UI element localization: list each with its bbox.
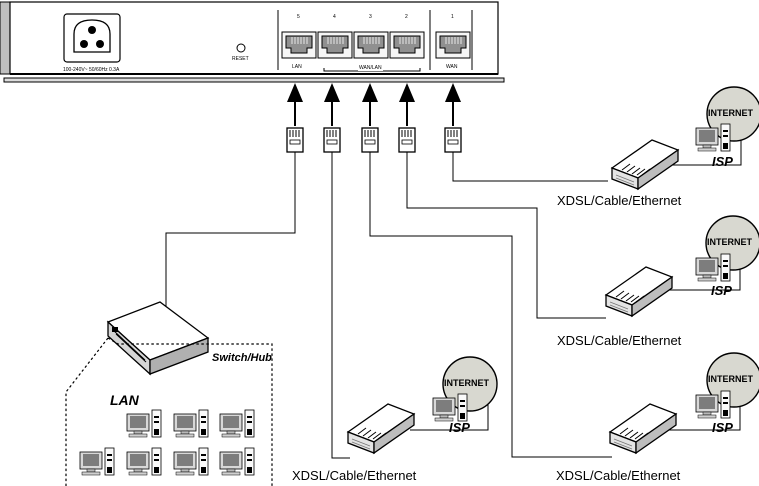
rj45-port-icon[interactable] [281, 31, 317, 59]
computer-icon [695, 123, 731, 152]
switch-hub-label: Switch/Hub [212, 352, 272, 364]
computer-icon [219, 409, 255, 438]
port-number-5: 5 [297, 14, 300, 20]
rj45-plug-icon [444, 127, 462, 153]
lan-boundary [65, 337, 273, 486]
rj45-port-icon[interactable] [389, 31, 425, 59]
power-rating-label: 100-240V~ 50/60Hz 0.3A [63, 67, 120, 73]
isp-label: ISP [711, 283, 732, 298]
computer-icon [219, 447, 255, 476]
cables [165, 140, 742, 459]
port-number-4: 4 [333, 14, 336, 20]
isp-label: ISP [712, 154, 733, 169]
port-number-1: 1 [451, 14, 454, 20]
connection-label-port3: XDSL/Cable/Ethernet [556, 468, 681, 483]
power-socket-icon [63, 13, 121, 63]
connection-label-wan: XDSL/Cable/Ethernet [557, 193, 682, 208]
rj45-plug-icon [361, 127, 379, 153]
modem-icon [347, 403, 415, 454]
arrow-up-icon [324, 83, 340, 126]
connection-label-port2: XDSL/Cable/Ethernet [557, 333, 682, 348]
reset-button-icon[interactable] [236, 43, 246, 53]
lan-area-label: LAN [110, 392, 139, 408]
computer-icon [173, 409, 209, 438]
rj45-port-icon[interactable] [353, 31, 389, 59]
arrow-up-icon [399, 83, 415, 126]
arrow-up-icon [445, 83, 461, 126]
isp-label: ISP [712, 420, 733, 435]
port-number-2: 2 [405, 14, 408, 20]
computer-icon [432, 393, 468, 422]
arrow-up-icon [362, 83, 378, 126]
internet-label: INTERNET [708, 374, 753, 384]
internet-label: INTERNET [707, 237, 752, 247]
router-wan-label: WAN [446, 64, 458, 70]
modem-icon [611, 139, 679, 190]
internet-label: INTERNET [708, 108, 753, 118]
reset-label: RESET [232, 56, 249, 62]
switch-hub-icon [106, 301, 210, 376]
modem-icon [609, 403, 677, 454]
rj45-plug-icon [323, 127, 341, 153]
computer-icon [173, 447, 209, 476]
rj45-plug-icon [286, 127, 304, 153]
rj45-port-icon[interactable] [435, 31, 471, 59]
router-wanlan-label: WAN/LAN [358, 65, 383, 71]
lan-computers [79, 409, 255, 476]
rj45-port-icon[interactable] [317, 31, 353, 59]
connection-label-port4: XDSL/Cable/Ethernet [292, 468, 417, 483]
computer-icon [79, 447, 115, 476]
computer-icon [126, 447, 162, 476]
port-number-3: 3 [369, 14, 372, 20]
modem-icon [605, 266, 673, 317]
router-lan-label: LAN [292, 64, 302, 70]
arrow-up-icon [287, 83, 303, 126]
isp-label: ISP [449, 420, 470, 435]
internet-label: INTERNET [444, 378, 489, 388]
rj45-plug-icon [398, 127, 416, 153]
computer-icon [126, 409, 162, 438]
computer-icon [695, 253, 731, 282]
computer-icon [695, 390, 731, 419]
